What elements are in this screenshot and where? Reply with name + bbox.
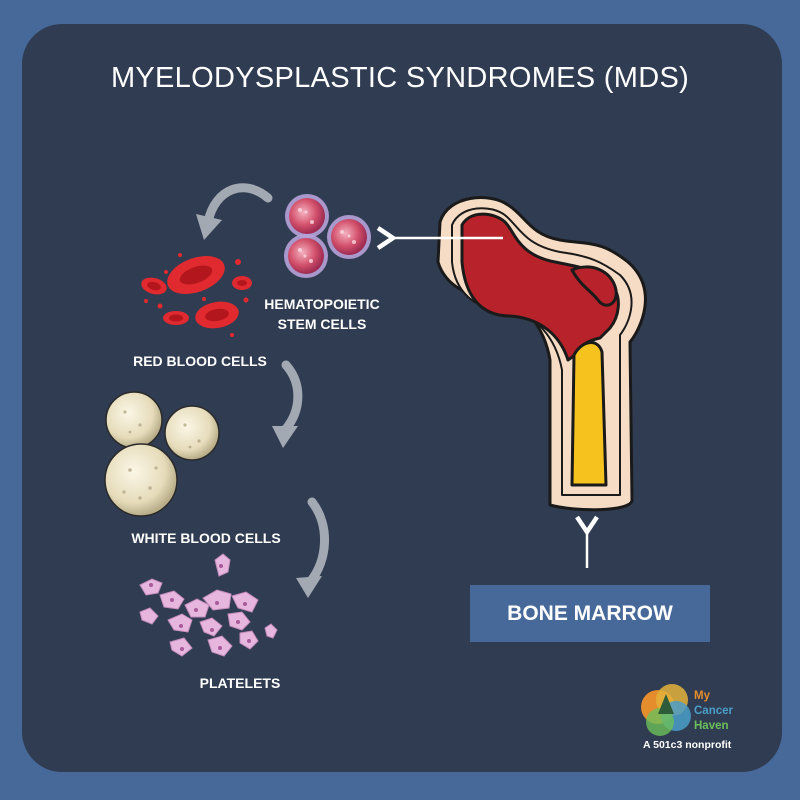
logo-line-3: Haven bbox=[694, 720, 729, 732]
arrow-stem-to-red bbox=[203, 183, 273, 227]
hematopoietic-stem-cells-label: HEMATOPOIETIC STEM CELLS bbox=[262, 294, 382, 334]
arrow-white-to-platelets bbox=[305, 497, 329, 587]
logo-line-2: Cancer bbox=[694, 705, 733, 717]
hematopoietic-stem-cells-illustration bbox=[284, 194, 371, 278]
flow-arrows bbox=[203, 183, 329, 587]
bone-marrow-label-box: BONE MARROW bbox=[470, 585, 710, 642]
my-cancer-haven-logo-icon bbox=[641, 684, 691, 736]
platelets-label: PLATELETS bbox=[199, 675, 281, 691]
platelets-illustration bbox=[139, 553, 278, 657]
red-blood-cells-illustration bbox=[141, 253, 252, 337]
logo-tagline: A 501c3 nonprofit bbox=[643, 739, 732, 751]
hsc-label-line1: HEMATOPOIETIC bbox=[264, 296, 380, 312]
logo-line-1: My bbox=[694, 690, 710, 702]
logo-wordmark: My Cancer Haven bbox=[694, 689, 733, 734]
flow-arrowheads bbox=[196, 214, 322, 598]
white-blood-cells-label: WHITE BLOOD CELLS bbox=[131, 530, 281, 546]
femur-bone-illustration bbox=[436, 196, 647, 512]
page-title: MYELODYSPLASTIC SYNDROMES (MDS) bbox=[110, 62, 690, 94]
hsc-label-line2: STEM CELLS bbox=[277, 316, 367, 332]
white-blood-cells-illustration bbox=[104, 391, 220, 517]
arrow-red-to-white bbox=[280, 360, 303, 435]
red-blood-cells-label: RED BLOOD CELLS bbox=[133, 353, 267, 369]
